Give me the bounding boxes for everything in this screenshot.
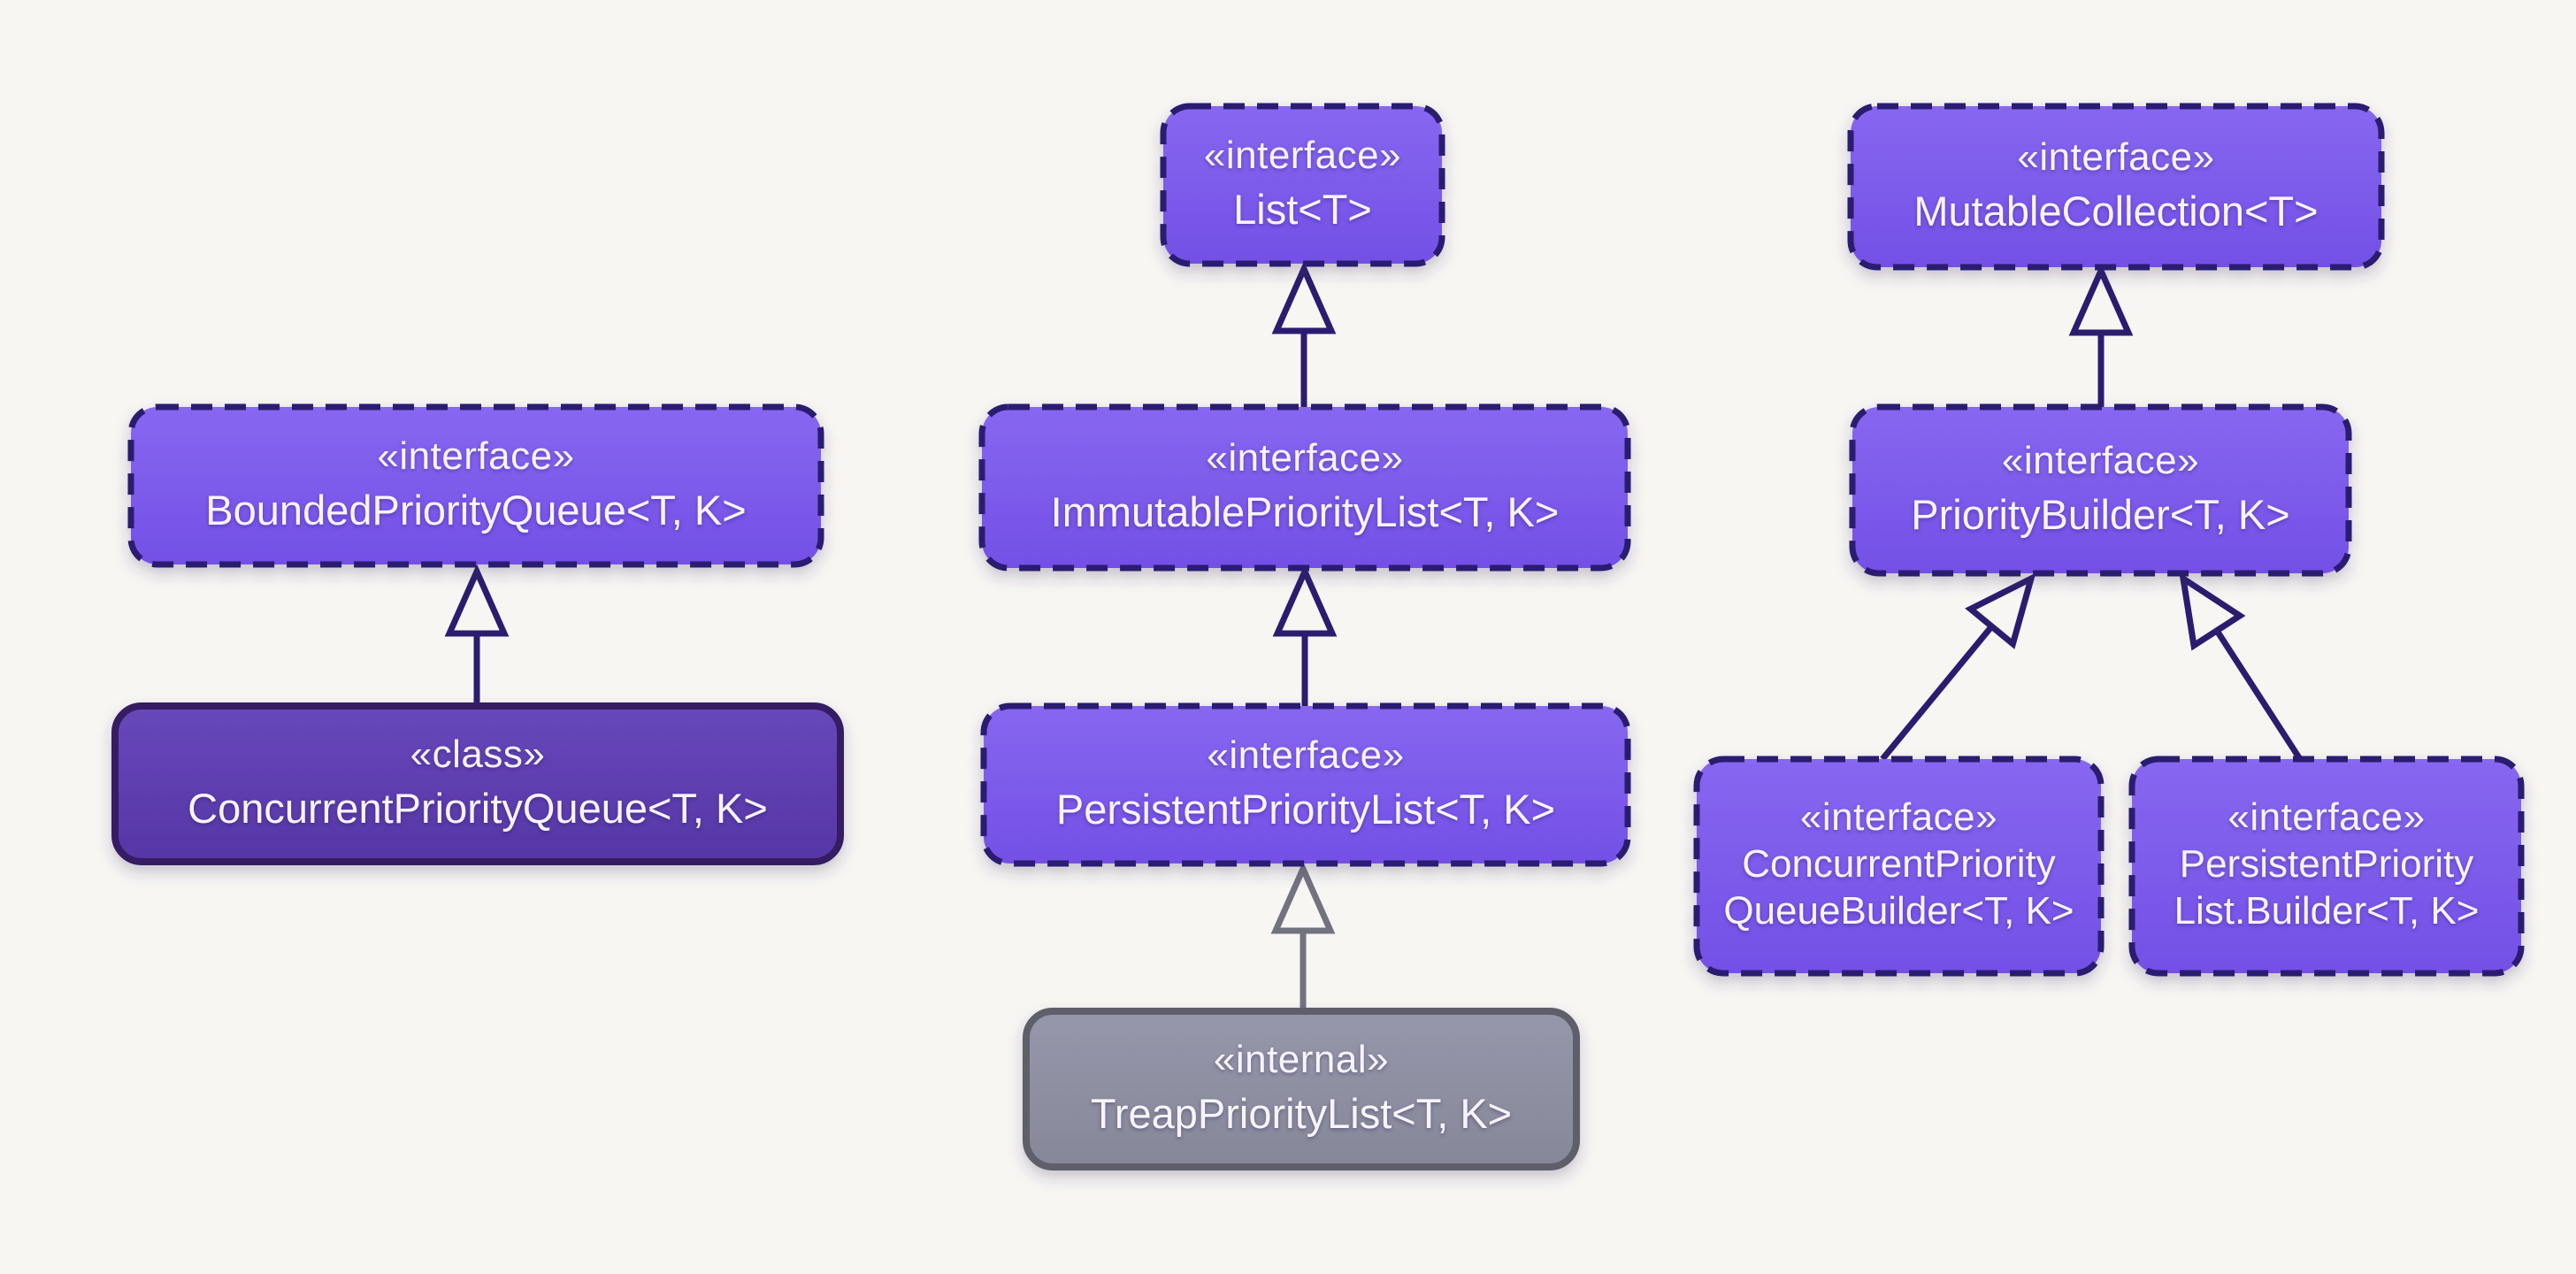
node-concurrent-priority-queue-box xyxy=(111,702,844,865)
node-concurrent-priority-queue-builder-box xyxy=(1693,756,2104,977)
node-immutable-priority-list-box xyxy=(978,403,1631,572)
node-treap-priority-list-box xyxy=(1023,1008,1580,1170)
node-list-box xyxy=(1160,103,1445,267)
node-persistent-priority-list-builder-box xyxy=(2128,756,2525,977)
node-bounded-priority-queue-box xyxy=(127,403,824,568)
node-persistent-priority-list-box xyxy=(980,702,1631,867)
edge-concurrent-priority-queue-builder-to-priority-builder xyxy=(1880,579,2031,762)
edge-persistent-priority-list-builder-to-priority-builder xyxy=(2183,579,2303,761)
node-priority-builder-box xyxy=(1849,403,2352,577)
node-mutable-collection-box xyxy=(1847,103,2385,271)
